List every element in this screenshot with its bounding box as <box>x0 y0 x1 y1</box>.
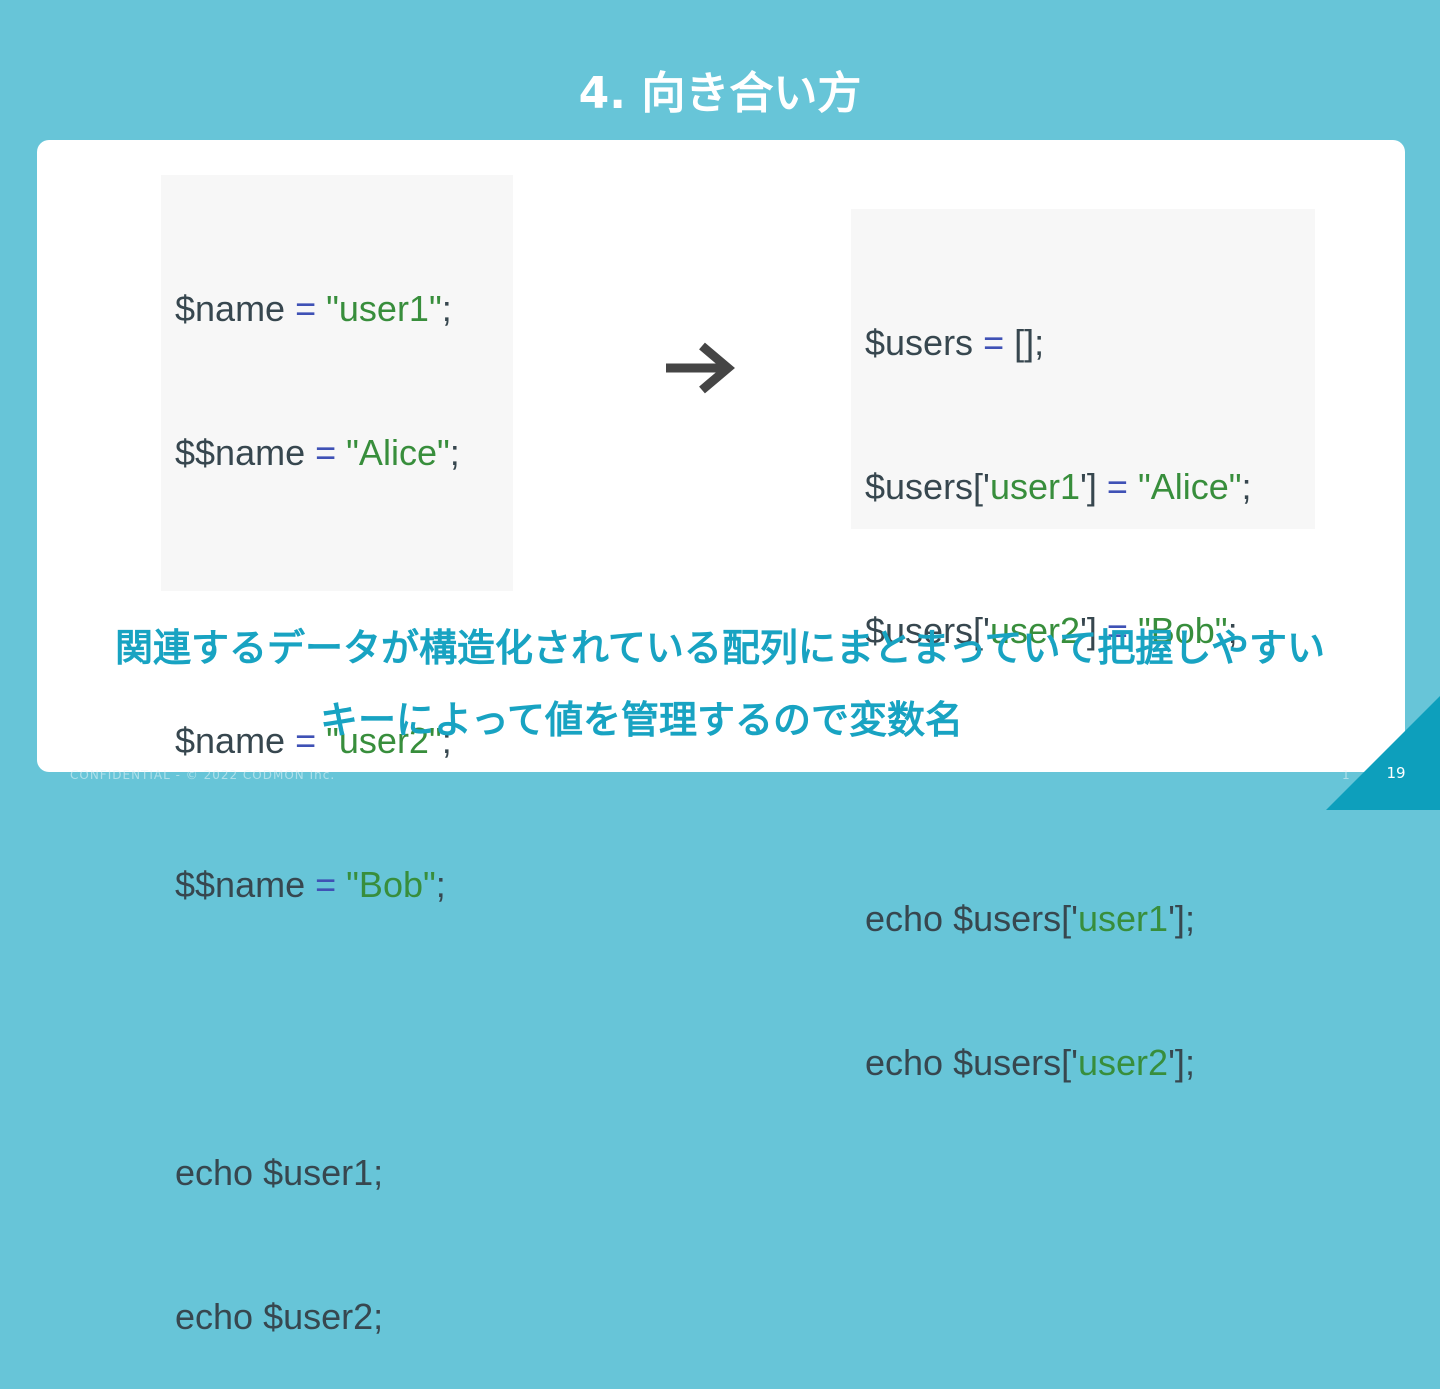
code-line: $name = "user2"; <box>175 720 452 761</box>
code-block-after: $users = []; $users['user1'] = "Alice"; … <box>851 209 1315 1083</box>
caption-line-1: 関連するデータが構造化されている配列にまとまっていて把握しやすい <box>115 626 1325 670</box>
code-line-blank <box>865 751 1315 799</box>
code-line: echo $users['user2']; <box>865 1042 1195 1083</box>
caption-line-2: キーによって値を管理するので変数名 <box>320 698 963 742</box>
code-line: $$name = "Bob"; <box>175 864 446 905</box>
code-line-blank <box>175 1005 513 1053</box>
code-block-before: $name = "user1"; $$name = "Alice"; $name… <box>161 175 513 1337</box>
code-line: $$name = "Alice"; <box>175 432 460 473</box>
code-line: $users = []; <box>865 322 1045 363</box>
code-line: $name = "user1"; <box>175 288 452 329</box>
code-line: echo $user2; <box>175 1296 384 1337</box>
code-line: echo $user1; <box>175 1152 384 1193</box>
corner-accent <box>1326 696 1440 810</box>
code-line: echo $users['user1']; <box>865 898 1195 939</box>
arrow-right-icon <box>666 342 735 394</box>
confidential-footer: CONFIDENTIAL - © 2022 CODMON Inc. <box>70 768 336 782</box>
code-line: $users['user2'] = "Bob"; <box>865 610 1238 651</box>
code-line-blank <box>175 573 513 621</box>
slide-title: 4. 向き合い方 <box>578 68 862 119</box>
page-number: 19 <box>1386 764 1406 782</box>
code-line: $users['user1'] = "Alice"; <box>865 466 1252 507</box>
